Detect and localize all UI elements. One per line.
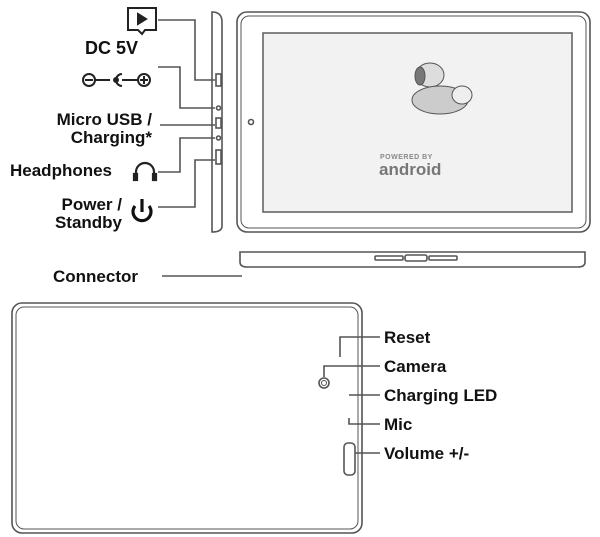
powered-by-text: POWERED BY bbox=[380, 154, 433, 161]
tablet-back bbox=[11, 302, 363, 534]
tablet-front bbox=[236, 11, 591, 233]
headphone-port bbox=[215, 135, 222, 141]
micro-usb-port bbox=[215, 117, 222, 129]
leader-headphones bbox=[158, 137, 215, 173]
volume-rocker bbox=[343, 442, 356, 476]
label-micro-usb-1: Micro USB / bbox=[56, 110, 152, 129]
leader-dc bbox=[158, 66, 215, 109]
android-logo-text: android bbox=[379, 160, 442, 179]
label-headphones: Headphones bbox=[10, 161, 113, 180]
dogs-image bbox=[411, 62, 473, 115]
leader-reset bbox=[339, 336, 380, 357]
leader-microsd bbox=[158, 19, 215, 81]
label-mic: Mic bbox=[384, 415, 413, 434]
rear-camera bbox=[318, 377, 330, 389]
power-button bbox=[215, 149, 222, 165]
front-camera bbox=[247, 118, 255, 126]
dc-port bbox=[215, 105, 222, 111]
dc-polarity-icon bbox=[82, 73, 151, 87]
label-connector: Connector bbox=[53, 267, 138, 286]
label-reset: Reset bbox=[384, 328, 431, 347]
leader-mic bbox=[348, 418, 380, 425]
tablet-side-view bbox=[211, 11, 223, 233]
screen bbox=[262, 32, 573, 213]
label-power-2: Standby bbox=[54, 213, 122, 232]
power-icon bbox=[131, 199, 153, 223]
tablet-bottom-view bbox=[239, 251, 586, 268]
label-power-1: Power / bbox=[61, 195, 122, 214]
microsd-card-icon bbox=[127, 7, 157, 36]
connector-port bbox=[404, 254, 428, 262]
leader-power bbox=[158, 159, 215, 208]
label-micro-usb-2: Charging* bbox=[70, 128, 152, 147]
label-charging-led: Charging LED bbox=[384, 386, 498, 405]
headphones-icon bbox=[132, 161, 158, 182]
label-volume: Volume +/- bbox=[384, 444, 470, 463]
label-camera: Camera bbox=[384, 357, 447, 376]
microsd-slot bbox=[215, 73, 222, 87]
leader-camera bbox=[323, 365, 380, 377]
label-dc: DC 5V bbox=[85, 38, 139, 58]
